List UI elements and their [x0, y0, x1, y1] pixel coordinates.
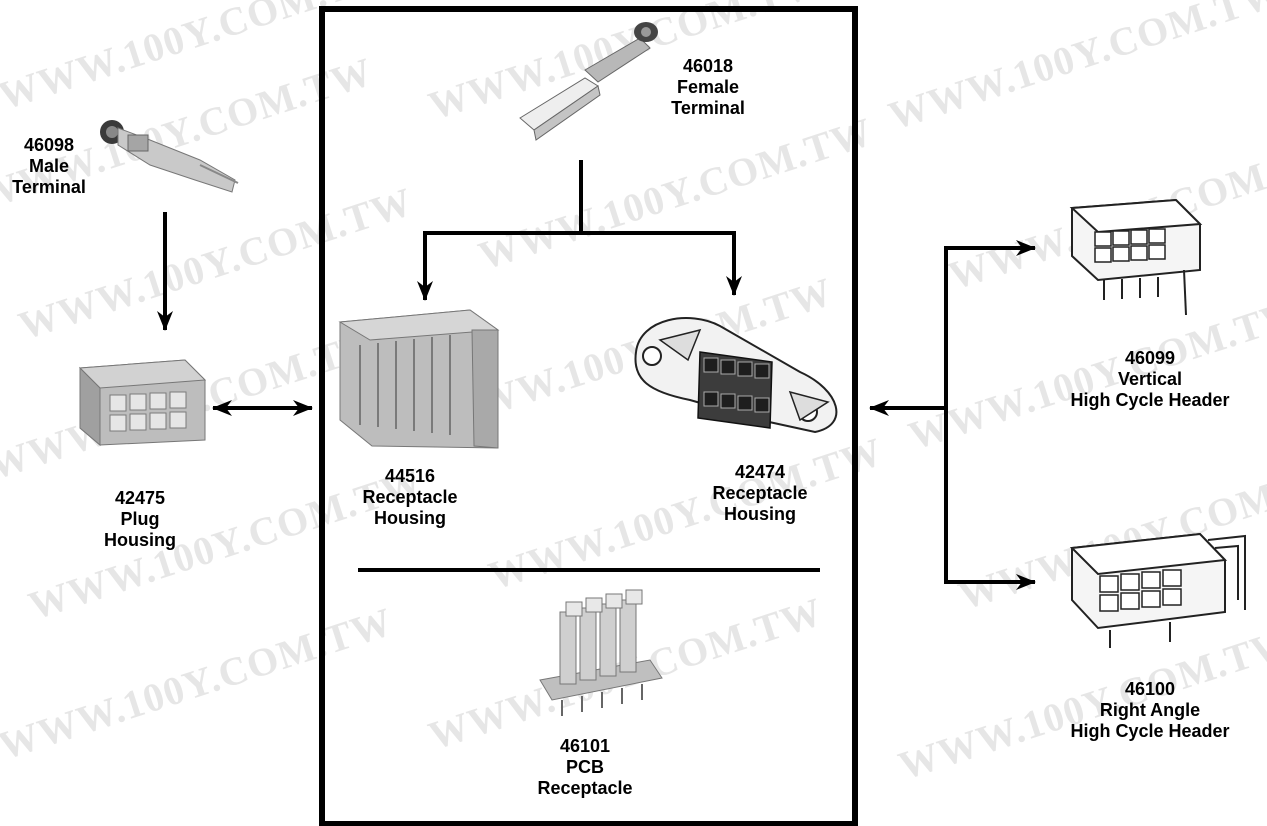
- part-number: 42475: [90, 488, 190, 509]
- part-number: 44516: [350, 466, 470, 487]
- part-number: 46098: [4, 135, 94, 156]
- receptacle-42474-image: [635, 318, 836, 432]
- pcb-receptacle-image: [540, 590, 662, 716]
- part-name-line2: Housing: [90, 530, 190, 551]
- part-name-line1: Male: [4, 156, 94, 177]
- part-name-line1: Plug: [90, 509, 190, 530]
- part-name-line1: Vertical: [1045, 369, 1255, 390]
- part-name-line2: Terminal: [668, 98, 748, 119]
- part-name-line1: Female: [668, 77, 748, 98]
- plug-housing-image: [80, 360, 205, 445]
- part-number: 46018: [668, 56, 748, 77]
- male-terminal-image: [100, 120, 238, 192]
- receptacle-42474-label: 42474 Receptacle Housing: [700, 462, 820, 525]
- part-number: 42474: [700, 462, 820, 483]
- receptacle-44516-label: 44516 Receptacle Housing: [350, 466, 470, 529]
- part-name-line1: Receptacle: [700, 483, 820, 504]
- part-name-line1: Right Angle: [1045, 700, 1255, 721]
- receptacle-44516-image: [340, 310, 498, 448]
- pcb-receptacle-label: 46101 PCB Receptacle: [525, 736, 645, 799]
- part-name-line2: Housing: [350, 508, 470, 529]
- right-angle-header-label: 46100 Right Angle High Cycle Header: [1045, 679, 1255, 742]
- plug-housing-label: 42475 Plug Housing: [90, 488, 190, 551]
- part-name-line2: Housing: [700, 504, 820, 525]
- header-branch-arrows: [870, 248, 1035, 582]
- female-terminal-label: 46018 Female Terminal: [668, 56, 748, 119]
- male-terminal-label: 46098 Male Terminal: [4, 135, 94, 198]
- right-angle-header-image: [1072, 534, 1245, 648]
- part-name-line1: Receptacle: [350, 487, 470, 508]
- part-number: 46099: [1045, 348, 1255, 369]
- part-name-line1: PCB: [525, 757, 645, 778]
- part-name-line2: Terminal: [4, 177, 94, 198]
- part-number: 46100: [1045, 679, 1255, 700]
- female-terminal-branch-arrows: [425, 160, 734, 300]
- part-name-line2: High Cycle Header: [1045, 390, 1255, 411]
- part-name-line2: High Cycle Header: [1045, 721, 1255, 742]
- vertical-header-image: [1072, 200, 1200, 315]
- female-terminal-image: [520, 22, 658, 140]
- part-name-line2: Receptacle: [525, 778, 645, 799]
- vertical-header-label: 46099 Vertical High Cycle Header: [1045, 348, 1255, 411]
- part-number: 46101: [525, 736, 645, 757]
